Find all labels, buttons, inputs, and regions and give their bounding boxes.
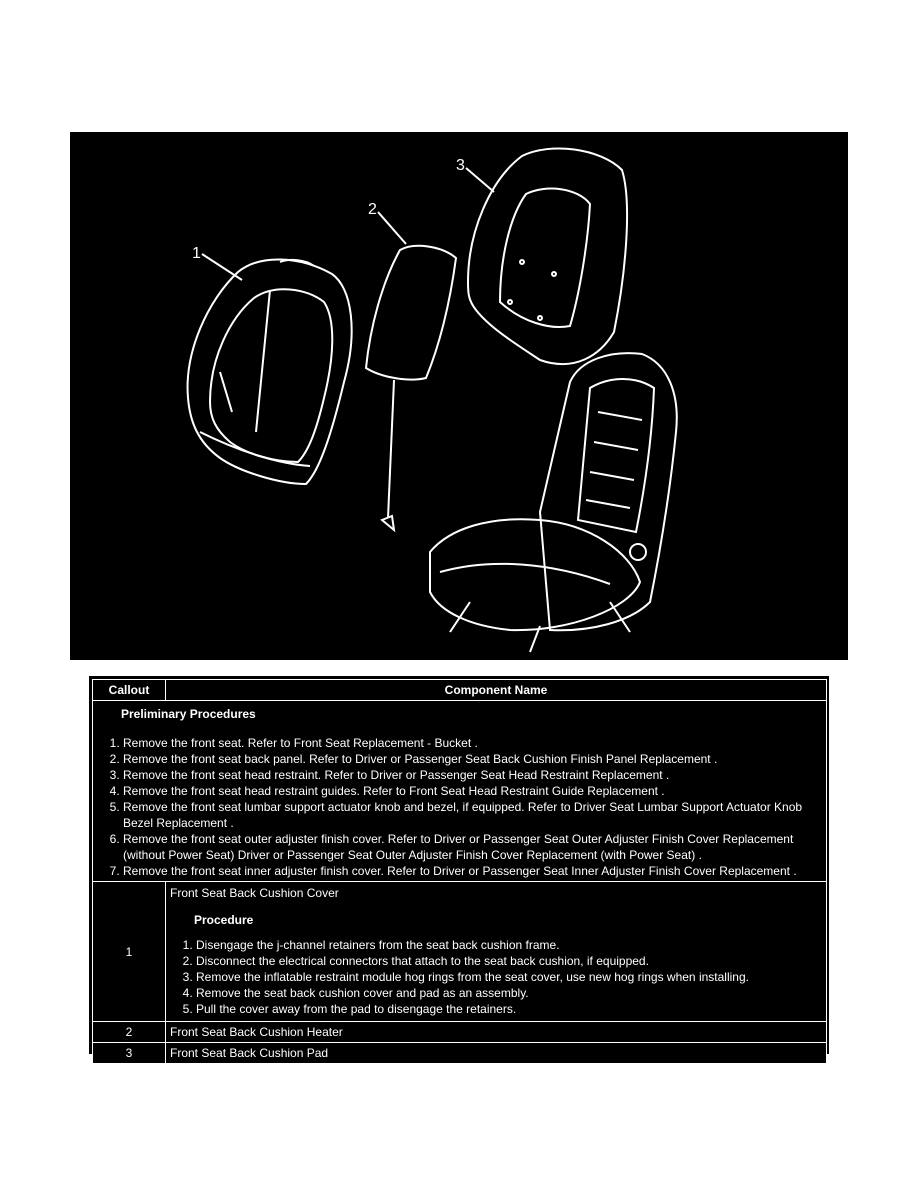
procedure-steps: Disengage the j-channel retainers from t… <box>170 937 822 1017</box>
preliminary-row: Preliminary Procedures Remove the front … <box>92 700 827 882</box>
callout-label-3: 3 <box>456 157 465 174</box>
component-table-frame: Callout Component Name Preliminary Proce… <box>89 676 829 1064</box>
component-name-cell: Front Seat Back Cushion Pad <box>165 1042 827 1064</box>
component-name-cell: Front Seat Back Cushion Cover Procedure … <box>165 881 827 1022</box>
cushion-cover-drawing <box>186 258 353 486</box>
table-header-row: Callout Component Name <box>92 679 827 701</box>
component-name-cell: Front Seat Back Cushion Heater <box>165 1021 827 1043</box>
procedure-step: Disconnect the electrical connectors tha… <box>196 953 822 969</box>
component-name: Front Seat Back Cushion Cover <box>170 886 339 900</box>
seat-illustration: 1 2 3 <box>70 132 848 660</box>
component-table: Callout Component Name Preliminary Proce… <box>92 679 827 1064</box>
procedure-step: Remove the seat back cushion cover and p… <box>196 985 822 1001</box>
preliminary-step: Remove the front seat. Refer to Front Se… <box>123 735 820 751</box>
callout-cell: 2 <box>92 1021 166 1043</box>
preliminary-step: Remove the front seat head restraint. Re… <box>123 767 820 783</box>
procedure-step: Remove the inflatable restraint module h… <box>196 969 822 985</box>
preliminary-step: Remove the front seat back panel. Refer … <box>123 751 820 767</box>
cushion-heater-drawing <box>364 244 458 533</box>
header-component-name: Component Name <box>165 679 827 701</box>
procedure-step: Pull the cover away from the pad to dise… <box>196 1001 822 1017</box>
table-row: 3 Front Seat Back Cushion Pad <box>92 1042 827 1064</box>
cushion-pad-drawing <box>466 147 629 365</box>
callout-cell: 3 <box>92 1042 166 1064</box>
preliminary-title: Preliminary Procedures <box>121 707 256 721</box>
procedure-step: Disengage the j-channel retainers from t… <box>196 937 822 953</box>
preliminary-step: Remove the front seat head restraint gui… <box>123 783 820 799</box>
preliminary-step: Remove the front seat outer adjuster fin… <box>123 831 820 863</box>
header-callout: Callout <box>92 679 166 701</box>
callout-label-1: 1 <box>192 245 201 262</box>
preliminary-step: Remove the front seat inner adjuster fin… <box>123 863 820 879</box>
preliminary-cell: Preliminary Procedures Remove the front … <box>92 700 827 882</box>
callout-cell: 1 <box>92 881 166 1022</box>
table-row: 2 Front Seat Back Cushion Heater <box>92 1021 827 1043</box>
preliminary-step: Remove the front seat lumbar support act… <box>123 799 820 831</box>
seat-frame-drawing <box>429 352 678 653</box>
callout-label-2: 2 <box>368 201 377 218</box>
preliminary-steps: Remove the front seat. Refer to Front Se… <box>107 735 820 879</box>
procedure-title: Procedure <box>194 913 254 927</box>
table-row: 1 Front Seat Back Cushion Cover Procedur… <box>92 881 827 1022</box>
